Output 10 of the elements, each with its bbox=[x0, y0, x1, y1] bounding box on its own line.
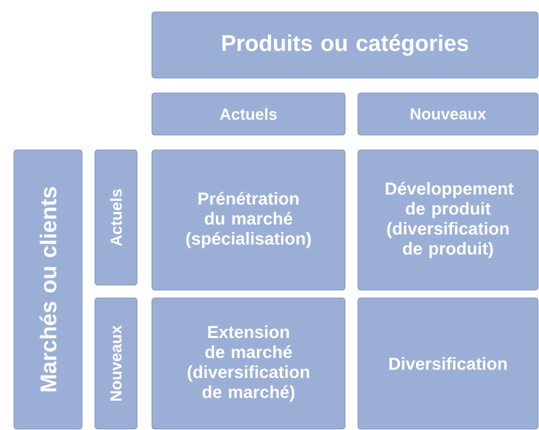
header-box: Marchés ou clients bbox=[14, 150, 82, 430]
header-box: Actuels bbox=[152, 92, 346, 136]
strategy-box: Diversification bbox=[358, 298, 538, 430]
header-box: Produits ou catégories bbox=[152, 12, 538, 78]
strategy-box: Prénétration du marché (spécialisation) bbox=[152, 150, 346, 290]
header-box: Nouveaux bbox=[94, 298, 138, 430]
header-box: Actuels bbox=[94, 150, 138, 286]
strategy-box: Développement de produit (diversification de produit) bbox=[358, 150, 538, 290]
header-box: Nouveaux bbox=[358, 92, 538, 136]
strategy-box: Extension de marché (diversification de marché) bbox=[152, 298, 346, 430]
